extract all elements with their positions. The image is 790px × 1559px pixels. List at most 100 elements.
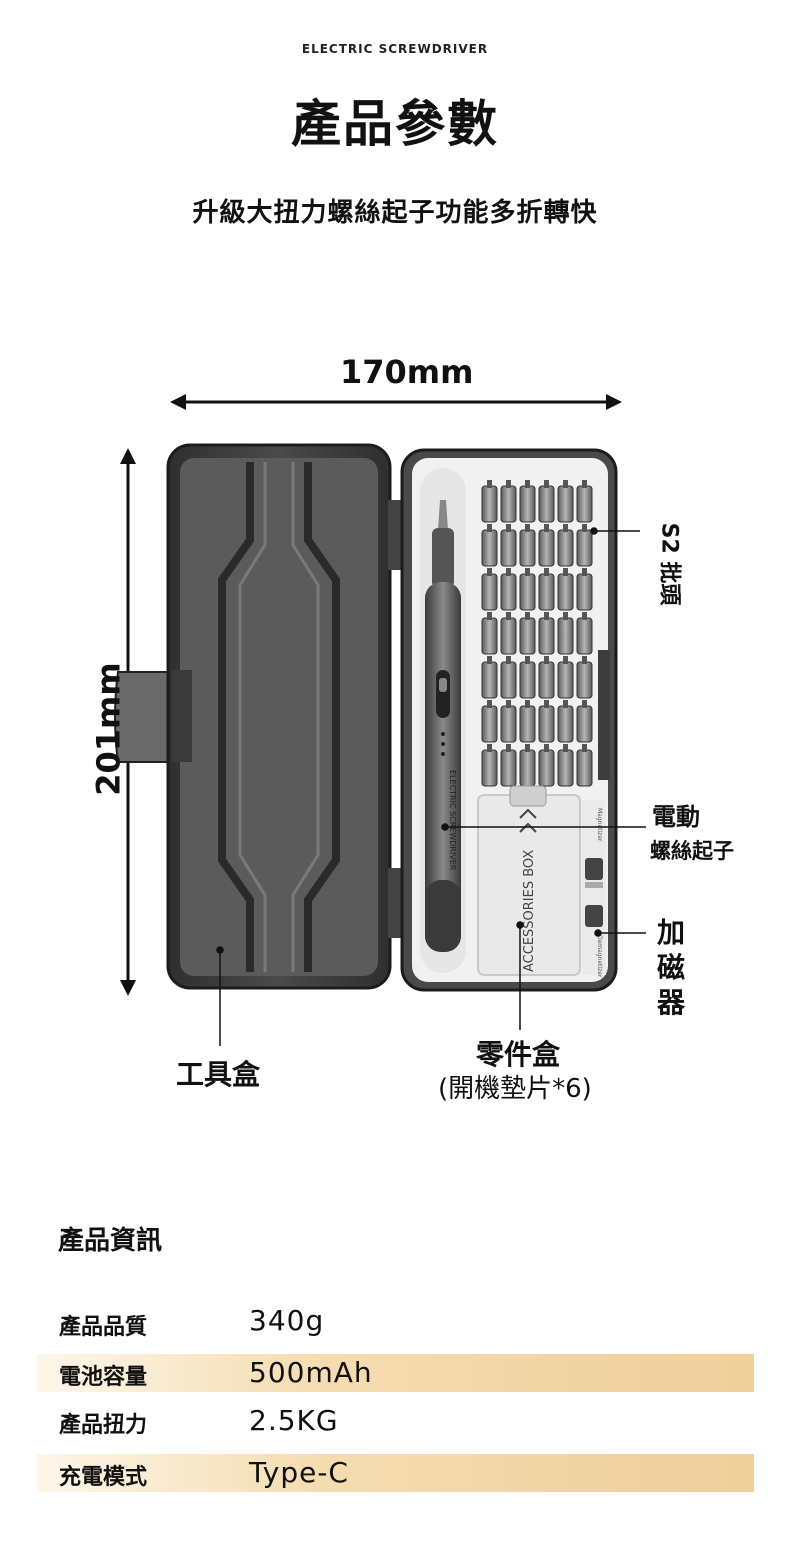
bit-tip bbox=[487, 524, 492, 532]
bit-tip bbox=[544, 568, 549, 576]
accessories-box: ACCESSORIES BOX bbox=[477, 785, 581, 976]
bit-tip bbox=[582, 744, 587, 752]
bit-tip bbox=[525, 700, 530, 708]
bit-tip bbox=[487, 700, 492, 708]
bit-tip bbox=[487, 744, 492, 752]
spec-label: 電池容量 bbox=[59, 1365, 148, 1390]
bit-tip bbox=[563, 700, 568, 708]
height-dimension-wrap: 201mm bbox=[72, 662, 128, 795]
bit bbox=[500, 661, 517, 699]
bit bbox=[481, 617, 498, 655]
bit bbox=[481, 661, 498, 699]
bit-tip bbox=[506, 480, 511, 488]
driver-print: ELECTRIC SCREWDRIVER bbox=[448, 770, 457, 871]
bit bbox=[519, 749, 536, 787]
bit-tip bbox=[544, 524, 549, 532]
bit bbox=[519, 705, 536, 743]
accessories-box-print: ACCESSORIES BOX bbox=[522, 850, 537, 972]
bit bbox=[500, 749, 517, 787]
spec-row-battery: 電池容量 500mAh bbox=[37, 1354, 754, 1392]
bit bbox=[557, 661, 574, 699]
bit-tip bbox=[582, 656, 587, 664]
bit bbox=[481, 705, 498, 743]
bit bbox=[576, 749, 593, 787]
toolbox-callout: 工具盒 bbox=[176, 1058, 261, 1091]
accessory-callout-line2: (開機墊片*6) bbox=[438, 1074, 592, 1104]
bit bbox=[519, 573, 536, 611]
bit bbox=[538, 705, 555, 743]
bit-tip bbox=[487, 612, 492, 620]
spec-label: 產品品質 bbox=[59, 1315, 148, 1340]
bit-tip bbox=[525, 524, 530, 532]
bit-tip bbox=[544, 744, 549, 752]
bit-tip bbox=[544, 700, 549, 708]
bit bbox=[481, 485, 498, 523]
bit bbox=[519, 617, 536, 655]
bit-tip bbox=[525, 744, 530, 752]
bit bbox=[481, 573, 498, 611]
page-subtitle: 升級大扭力螺絲起子功能多折轉快 bbox=[192, 198, 598, 228]
bit bbox=[557, 705, 574, 743]
spec-row-torque: 產品扭力 2.5KG bbox=[37, 1402, 754, 1440]
bits-callout-wrap: S2 批頭 bbox=[640, 508, 690, 618]
page-title: 產品參數 bbox=[291, 95, 499, 153]
bit-tip bbox=[582, 612, 587, 620]
bit-tip bbox=[582, 524, 587, 532]
bit bbox=[500, 617, 517, 655]
bit-tip bbox=[506, 744, 511, 752]
bits-grid bbox=[481, 480, 593, 787]
height-dimension: 201mm bbox=[89, 662, 128, 796]
bit bbox=[538, 573, 555, 611]
demagnetizer-print: Demagnetizer bbox=[596, 935, 603, 978]
specs-title: 產品資訊 bbox=[58, 1226, 163, 1256]
bit-tip bbox=[506, 524, 511, 532]
bit bbox=[519, 485, 536, 523]
bit bbox=[538, 749, 555, 787]
bit bbox=[576, 705, 593, 743]
bit bbox=[500, 529, 517, 567]
bit bbox=[557, 617, 574, 655]
bit bbox=[481, 749, 498, 787]
bit-tip bbox=[544, 480, 549, 488]
spec-value: 500mAh bbox=[249, 1356, 373, 1389]
bit-tip bbox=[544, 656, 549, 664]
bit-tip bbox=[506, 656, 511, 664]
bit bbox=[557, 749, 574, 787]
bit-tip bbox=[487, 568, 492, 576]
bit-tip bbox=[582, 700, 587, 708]
bit-tip bbox=[506, 700, 511, 708]
bit-tip bbox=[544, 612, 549, 620]
screwdriver: ELECTRIC SCREWDRIVER bbox=[420, 468, 466, 973]
bit bbox=[519, 661, 536, 699]
bit bbox=[500, 705, 517, 743]
bit-tip bbox=[506, 568, 511, 576]
bit-tip bbox=[525, 612, 530, 620]
bit bbox=[576, 573, 593, 611]
accessory-callout-line1: 零件盒 bbox=[476, 1038, 561, 1071]
bit bbox=[538, 617, 555, 655]
toolbox-lid bbox=[114, 443, 404, 990]
bit bbox=[576, 485, 593, 523]
bit-tip bbox=[563, 480, 568, 488]
driver-callout-line2: 螺絲起子 bbox=[650, 839, 734, 863]
bit-tip bbox=[525, 480, 530, 488]
width-dimension: 170mm bbox=[340, 353, 474, 391]
spec-value: Type-C bbox=[249, 1456, 349, 1489]
magnetizer: Magnetizer Demagnetizer bbox=[582, 800, 606, 978]
bit-tip bbox=[563, 568, 568, 576]
spec-value: 340g bbox=[249, 1304, 325, 1337]
bit bbox=[519, 529, 536, 567]
bit bbox=[576, 617, 593, 655]
spec-label: 產品扭力 bbox=[59, 1413, 148, 1438]
bits-callout: S2 批頭 bbox=[656, 522, 682, 606]
spec-value: 2.5KG bbox=[249, 1404, 339, 1437]
bit-tip bbox=[487, 480, 492, 488]
bit bbox=[538, 529, 555, 567]
bit-tip bbox=[582, 568, 587, 576]
eyebrow-label: ELECTRIC SCREWDRIVER bbox=[301, 42, 489, 56]
bit-tip bbox=[582, 480, 587, 488]
bit-tip bbox=[487, 656, 492, 664]
bit bbox=[500, 485, 517, 523]
spec-row-charging: 充電模式 Type-C bbox=[37, 1454, 754, 1492]
